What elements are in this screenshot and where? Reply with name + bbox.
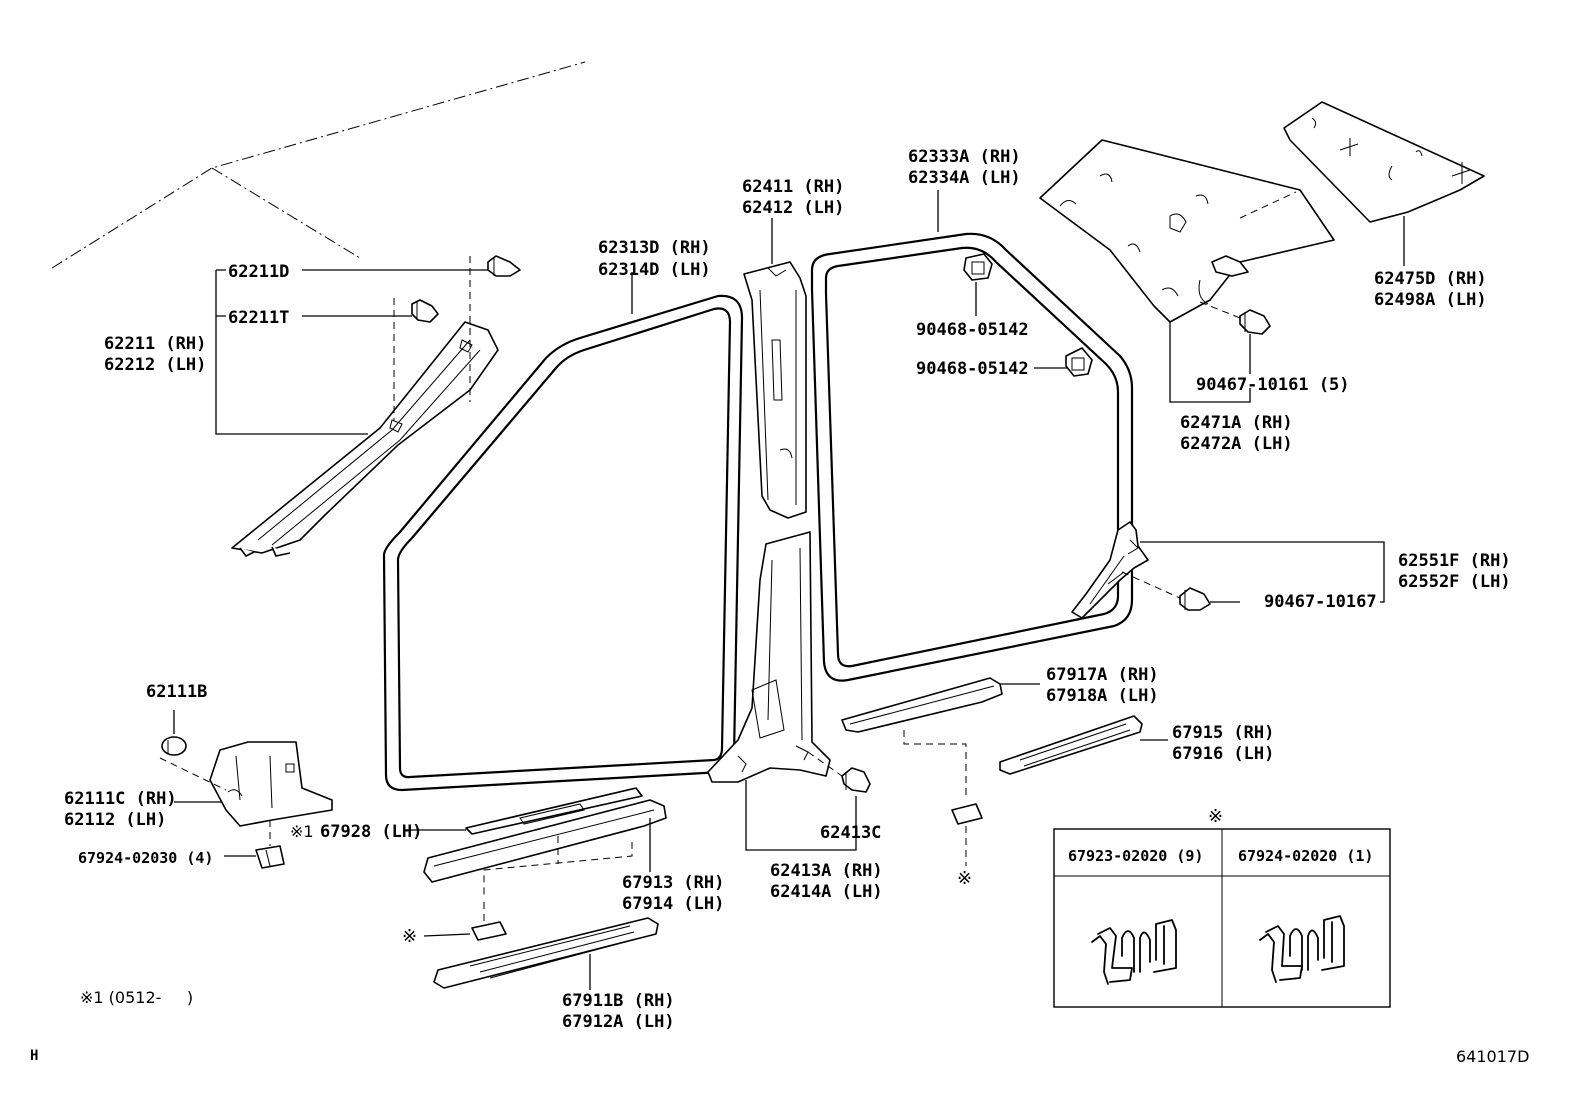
label-67924-02030: 67924-02030 (4) xyxy=(78,849,213,867)
label-62475d-rh: 62475D (RH) xyxy=(1374,269,1487,289)
label-62112-lh: 62112 (LH) xyxy=(64,810,166,830)
mark-asterisk-rear-clip: ※ xyxy=(957,868,972,889)
front-door-scuff-plate-part xyxy=(423,799,667,883)
label-67928-lh: 67928 (LH) xyxy=(320,822,422,842)
label-62334a-lh: 62334A (LH) xyxy=(908,168,1021,188)
label-67917a-rh: 67917A (RH) xyxy=(1046,665,1159,685)
scuff-plate-67928-part xyxy=(465,787,643,835)
clip-rear-asterisk xyxy=(951,803,983,825)
label-62314d-lh: 62314D (LH) xyxy=(598,260,711,280)
clip-62211d xyxy=(487,255,521,277)
clip-67924-02020-drawing xyxy=(1259,915,1345,983)
rear-door-opening-trim-part xyxy=(810,232,1134,682)
footnote: ※1 (0512- ) xyxy=(80,988,193,1007)
leader-lines xyxy=(173,190,1405,990)
label-67912a-lh: 67912A (LH) xyxy=(562,1012,675,1032)
clip-62111b xyxy=(161,736,187,756)
label-62498a-lh: 62498A (LH) xyxy=(1374,290,1487,310)
label-62414a-lh: 62414A (LH) xyxy=(770,882,883,902)
table-header-67924-02020: 67924-02020 (1) xyxy=(1238,847,1373,865)
clip-90467-10161 xyxy=(1239,309,1271,335)
center-pillar-lower-garnish-part xyxy=(707,531,831,783)
label-67916-lh: 67916 (LH) xyxy=(1172,744,1274,764)
label-62411-rh: 62411 (RH) xyxy=(742,177,844,197)
clip-67924-02030 xyxy=(255,845,285,869)
label-62412-lh: 62412 (LH) xyxy=(742,198,844,218)
label-62211d: 62211D xyxy=(228,262,289,282)
label-62413a-rh: 62413A (RH) xyxy=(770,861,883,881)
clip-90468-lower xyxy=(1065,347,1093,377)
clip-62211t xyxy=(411,299,439,323)
mark-asterisk-front-clip: ※ xyxy=(402,926,417,947)
body-reference-lines xyxy=(51,61,586,269)
label-67914-lh: 67914 (LH) xyxy=(622,894,724,914)
label-62552f-lh: 62552F (LH) xyxy=(1398,572,1511,592)
label-62313d-rh: 62313D (RH) xyxy=(598,238,711,258)
label-62111b: 62111B xyxy=(146,682,207,702)
label-67915-rh: 67915 (RH) xyxy=(1172,723,1274,743)
corner-code-left: H xyxy=(30,1048,38,1064)
quarter-garnish-part xyxy=(1071,521,1149,619)
label-67918a-lh: 67918A (LH) xyxy=(1046,686,1159,706)
label-62472a-lh: 62472A (LH) xyxy=(1180,434,1293,454)
label-62413c: 62413C xyxy=(820,823,881,843)
label-67911b-rh: 67911B (RH) xyxy=(562,991,675,1011)
roof-side-upper-garnish-part xyxy=(1283,101,1485,223)
cowl-side-trim-part xyxy=(209,741,333,827)
clip-90468-upper xyxy=(963,253,993,281)
label-62111c-rh: 62111C (RH) xyxy=(64,789,177,809)
clip-67923-02020-drawing xyxy=(1091,919,1177,985)
clip-90467-10167 xyxy=(1179,587,1211,611)
label-62551f-rh: 62551F (RH) xyxy=(1398,551,1511,571)
front-door-opening-trim-part xyxy=(382,294,744,792)
clip-front-asterisk xyxy=(471,921,507,941)
label-90468-05142-lower: 90468-05142 xyxy=(916,359,1029,379)
label-67913-rh: 67913 (RH) xyxy=(622,873,724,893)
front-door-step-plate-part xyxy=(433,917,659,989)
label-62471a-rh: 62471A (RH) xyxy=(1180,413,1293,433)
label-62211t: 62211T xyxy=(228,308,289,328)
front-pillar-garnish-part xyxy=(231,321,499,557)
clip-62413c xyxy=(841,767,871,793)
center-pillar-upper-garnish-part xyxy=(743,261,807,519)
label-62212-lh: 62212 (LH) xyxy=(104,355,206,375)
table-header-67923-02020: 67923-02020 (9) xyxy=(1068,847,1203,865)
rear-door-scuff-plate-part xyxy=(841,677,1003,733)
clip-detail-table: ※ 67923-02020 (9) 67924-02020 (1) xyxy=(1053,806,1391,1008)
illustration-code: 641017D xyxy=(1456,1047,1529,1066)
rear-door-step-plate-part xyxy=(999,715,1143,775)
label-90468-05142-upper: 90468-05142 xyxy=(916,320,1029,340)
label-90467-10161: 90467-10161 (5) xyxy=(1196,375,1350,395)
table-asterisk-mark: ※ xyxy=(1208,806,1223,827)
label-62333a-rh: 62333A (RH) xyxy=(908,147,1021,167)
mark-asterisk1-67928: ※1 xyxy=(290,822,314,841)
label-62211-rh: 62211 (RH) xyxy=(104,334,206,354)
roof-side-inner-garnish-part xyxy=(1039,139,1335,323)
part-labels: 62211D 62211T 62211 (RH) 62212 (LH) 6231… xyxy=(64,147,1511,1032)
label-90467-10167: 90467-10167 xyxy=(1264,592,1377,612)
